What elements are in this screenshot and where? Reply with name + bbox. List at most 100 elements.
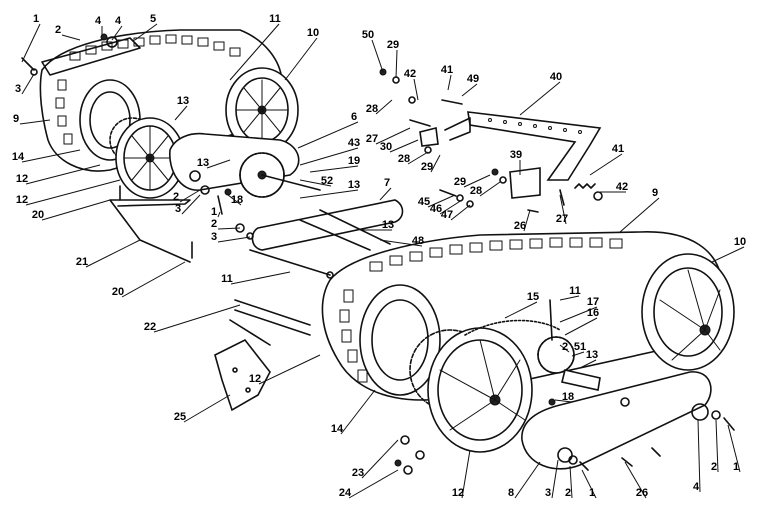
callout-26: 26 (624, 461, 648, 499)
callout-number: 3 (175, 203, 181, 215)
callout-3: 3 (211, 231, 251, 243)
callout-18: 18 (554, 391, 574, 403)
callout-number: 41 (612, 143, 624, 155)
callout-8: 8 (508, 461, 541, 499)
callout-leader (379, 187, 392, 201)
lower-chain-case (521, 371, 712, 470)
spring-41 (574, 183, 596, 189)
callout-leader (183, 394, 231, 423)
callout-28: 28 (366, 99, 393, 115)
cross-bar-assembly (249, 199, 404, 279)
callout-leader (624, 461, 647, 499)
callout-13: 13 (197, 157, 231, 169)
callout-number: 52 (321, 175, 333, 187)
callout-25: 25 (174, 394, 231, 423)
callout-leader (217, 236, 251, 243)
callout-12: 12 (452, 449, 471, 499)
callout-leader (559, 194, 567, 225)
lower-drive-chain (464, 319, 561, 336)
callout-number: 10 (307, 27, 319, 39)
callout-leader (711, 246, 745, 263)
lower-idler-wheel (641, 253, 735, 371)
callout-number: 2 (562, 341, 568, 353)
middle-hardware (200, 185, 254, 240)
callout-9: 9 (13, 113, 51, 125)
callout-leader (217, 211, 221, 218)
callout-4: 4 (111, 15, 123, 41)
callout-20: 20 (112, 261, 186, 298)
callout-number: 25 (174, 411, 186, 423)
callout-leader (579, 359, 597, 369)
callout-number: 20 (112, 286, 124, 298)
callout-number: 28 (366, 103, 378, 115)
callout-number: 13 (348, 179, 360, 191)
callout-15: 15 (504, 291, 539, 319)
callout-number: 7 (384, 177, 390, 189)
callout-49: 49 (461, 73, 479, 97)
callout-number: 15 (527, 291, 539, 303)
callout-12: 12 (16, 179, 121, 206)
callout-14: 14 (331, 389, 376, 435)
callout-leader (479, 181, 501, 197)
callout-number: 2 (173, 191, 179, 203)
callout-leader (340, 389, 376, 435)
callout-leader (25, 164, 101, 185)
callout-number: 3 (211, 231, 217, 243)
callout-leader (461, 449, 471, 499)
callout-leader (619, 197, 660, 233)
callout-leader (21, 23, 41, 63)
callout-40: 40 (519, 71, 562, 116)
callout-29: 29 (421, 154, 441, 173)
callout-leader (430, 154, 441, 173)
callout-leader (407, 151, 429, 165)
callout-number: 18 (562, 391, 574, 403)
callout-10: 10 (711, 236, 746, 263)
callout-number: 29 (454, 176, 466, 188)
callout-number: 14 (331, 423, 344, 435)
callout-number: 42 (616, 181, 628, 193)
callout-number: 12 (16, 194, 28, 206)
callout-leader (413, 78, 419, 101)
callout-13: 13 (174, 95, 189, 121)
lower-right-track-assembly (321, 231, 735, 471)
callout-leader (514, 461, 541, 499)
callout-3: 3 (15, 73, 35, 95)
callout-50: 50 (362, 29, 384, 73)
callout-leader (258, 354, 321, 385)
callout-leader (299, 189, 359, 199)
callout-27: 27 (366, 127, 411, 145)
callout-6: 6 (297, 111, 359, 149)
callout-leader (559, 295, 580, 301)
callout-leader (299, 179, 332, 187)
callout-13: 13 (579, 349, 598, 369)
callout-number: 49 (467, 73, 479, 85)
callout-leader (461, 83, 478, 97)
callout-19: 19 (309, 155, 360, 173)
callout-number: 1 (733, 461, 739, 473)
callout-number: 18 (231, 194, 243, 206)
callout-number: 13 (586, 349, 598, 361)
callout-leader (21, 73, 35, 95)
plate-39 (509, 167, 541, 199)
callout-number: 4 (115, 15, 122, 27)
callout-number: 30 (380, 141, 392, 153)
callout-number: 13 (197, 157, 209, 169)
callout-leader (727, 424, 741, 473)
callout-number: 42 (404, 68, 416, 80)
lower-track-lugs (339, 237, 623, 383)
callout-number: 19 (348, 155, 360, 167)
callout-leader (41, 199, 111, 221)
callout-leader (715, 419, 719, 473)
callout-leader (181, 194, 201, 215)
callout-12: 12 (249, 354, 321, 385)
lower-left-rods (214, 299, 311, 412)
callout-number: 9 (652, 187, 658, 199)
callout-30: 30 (380, 139, 419, 153)
callout-12: 12 (16, 164, 101, 185)
cross-bar (251, 199, 404, 251)
callout-number: 28 (470, 185, 482, 197)
callout-leader (25, 179, 121, 206)
callout-2: 2 (173, 189, 201, 203)
callout-number: 9 (13, 113, 19, 125)
callout-10: 10 (284, 27, 319, 81)
